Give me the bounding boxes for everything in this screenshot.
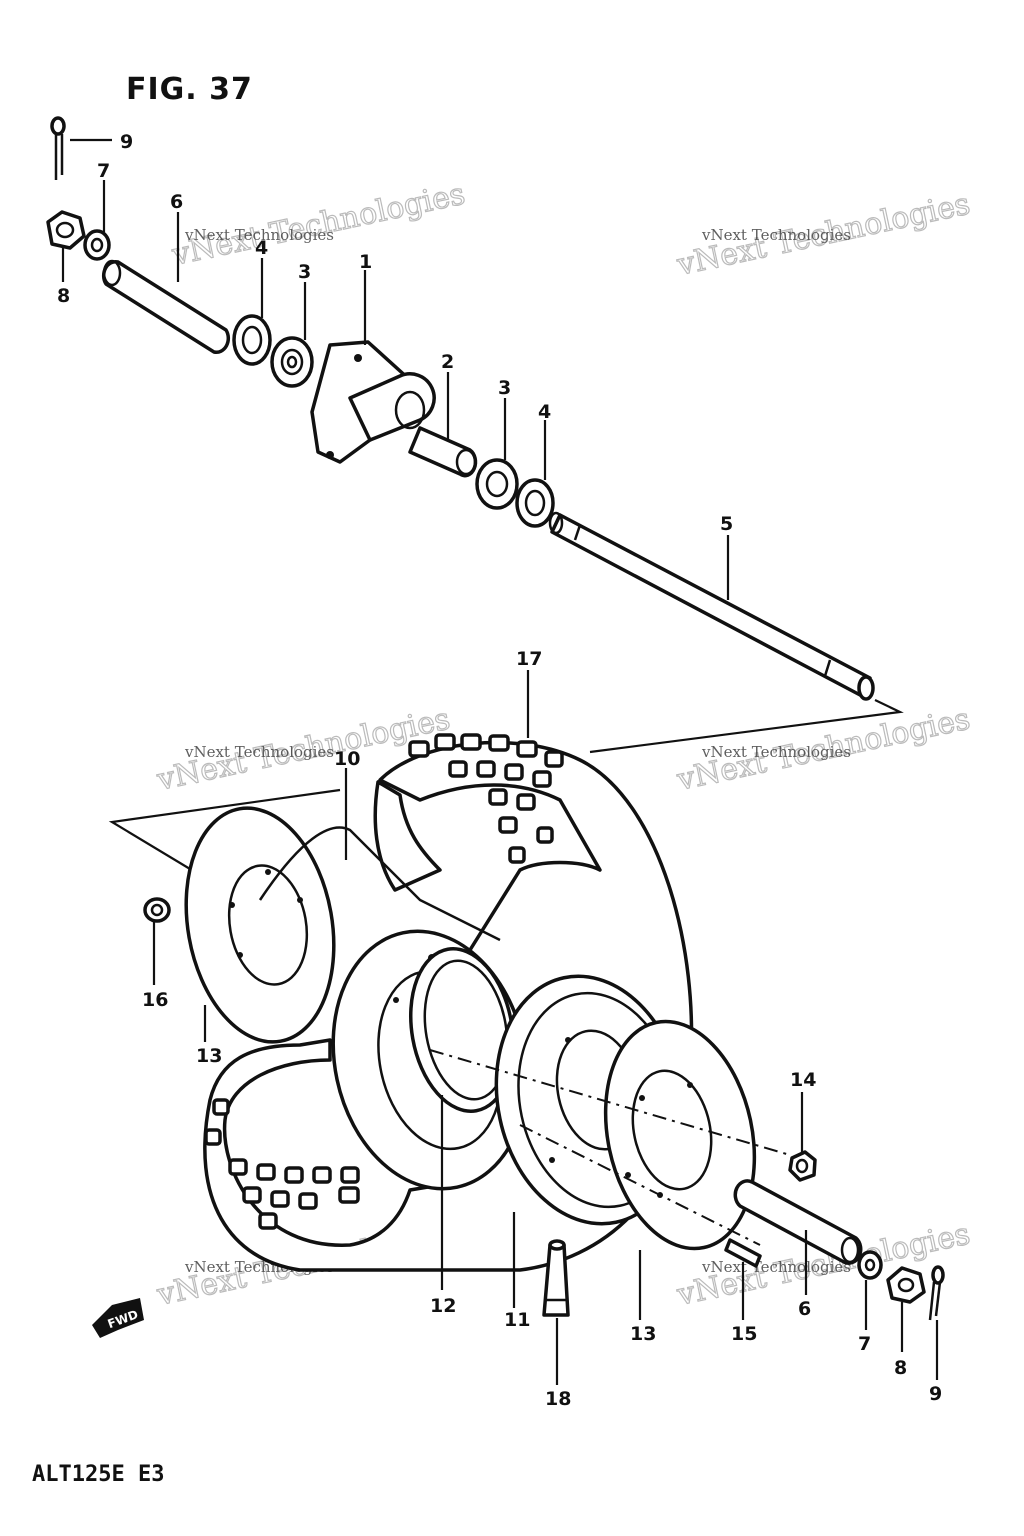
- watermark-top-right: vNext Technologies vNext Technologies: [673, 186, 974, 284]
- watermark-top-left: vNext Technologies vNext Technologies: [168, 176, 469, 274]
- callout-9b: 9: [929, 1383, 942, 1405]
- callout-14: 14: [790, 1069, 816, 1091]
- callout-17: 17: [516, 648, 542, 670]
- svg-text:vNext Technologies: vNext Technologies: [184, 226, 334, 244]
- callout-3: 3: [298, 261, 311, 283]
- callout-5: 5: [720, 513, 733, 535]
- callout-13b: 13: [630, 1323, 656, 1345]
- svg-text:vNext Technologies: vNext Technologies: [184, 743, 334, 761]
- bearing-top-left: [270, 336, 314, 388]
- callout-2: 2: [441, 351, 454, 373]
- callout-6b: 6: [798, 1298, 811, 1320]
- callout-labels: 9 7 8 6 4 3 1 2 3 4 5 17 10 16 13 12 11 …: [57, 131, 942, 1410]
- callout-8: 8: [57, 285, 70, 307]
- oil-seal-top: [232, 314, 272, 366]
- callout-4: 4: [255, 237, 268, 259]
- callout-10: 10: [334, 748, 360, 770]
- callout-18: 18: [545, 1388, 571, 1410]
- callout-16: 16: [142, 989, 168, 1011]
- washer-bottom: [857, 1250, 883, 1280]
- callout-4b: 4: [538, 401, 551, 423]
- castle-nut-bottom: [886, 1266, 926, 1304]
- washer-top: [83, 229, 111, 261]
- svg-text:vNext Technologies: vNext Technologies: [701, 226, 851, 244]
- tread-bottom: [204, 1098, 360, 1230]
- leader-lines: [61, 138, 939, 1385]
- callout-8b: 8: [894, 1357, 907, 1379]
- svg-text:vNext Technologies: vNext Technologies: [701, 1258, 851, 1276]
- cotter-pin-bottom: [928, 1265, 945, 1321]
- callout-9: 9: [120, 131, 133, 153]
- callout-15: 15: [731, 1323, 757, 1345]
- svg-text:vNext Technologies: vNext Technologies: [168, 177, 468, 273]
- figure-title: FIG. 37: [126, 72, 253, 107]
- wheel-disc-right: [603, 1019, 757, 1251]
- spacer-bottom: [733, 1179, 863, 1265]
- oil-seal-top-right: [515, 478, 555, 528]
- castle-nut-top: [46, 210, 86, 250]
- hub-housing: [310, 340, 436, 464]
- callout-7b: 7: [858, 1333, 871, 1355]
- callout-7: 7: [97, 160, 110, 182]
- callout-13: 13: [196, 1045, 222, 1067]
- callout-11: 11: [504, 1309, 530, 1331]
- wheel-stud: [724, 1238, 762, 1268]
- callout-6: 6: [170, 191, 183, 213]
- bearing-top-right: [475, 458, 519, 510]
- tire-valve: [542, 1239, 570, 1317]
- callout-1: 1: [359, 251, 372, 273]
- wheel-disc-left: [184, 806, 336, 1044]
- callout-3b: 3: [498, 377, 511, 399]
- nut-right: [788, 1150, 817, 1182]
- nut-left: [143, 897, 171, 923]
- forward-arrow-icon: FWD: [92, 1298, 144, 1338]
- spacer-top: [101, 259, 231, 355]
- rear-axle: [548, 511, 875, 701]
- cotter-pin-top: [50, 116, 66, 180]
- svg-text:vNext Technologies: vNext Technologies: [701, 743, 851, 761]
- spacer-center: [408, 426, 478, 478]
- model-code: ALT125E E3: [32, 1462, 165, 1487]
- watermark-mid-right: vNext Technologies vNext Technologies: [673, 701, 974, 799]
- callout-12: 12: [430, 1295, 456, 1317]
- tread-top: [408, 733, 564, 864]
